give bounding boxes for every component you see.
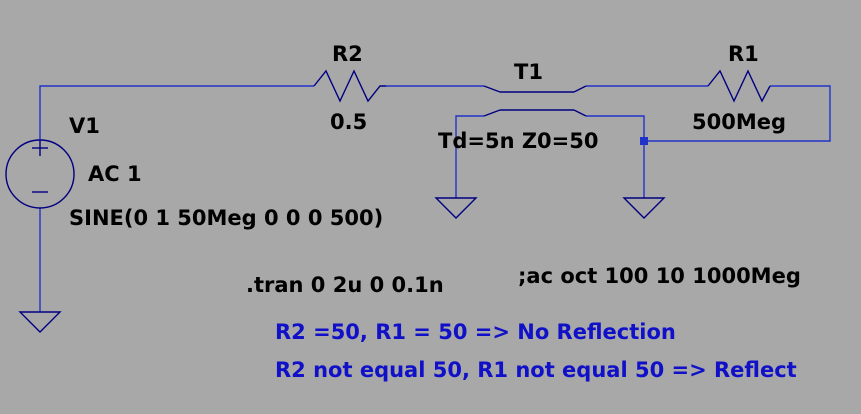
t1-left-in	[483, 85, 501, 93]
transmission-line-t1[interactable]	[483, 85, 587, 117]
note-reflection[interactable]: R2 not equal 50, R1 not equal 50 => Refl…	[275, 358, 797, 382]
t1-right-shield	[573, 109, 587, 117]
directive-tran[interactable]: .tran 0 2u 0 0.1n	[246, 273, 444, 297]
label-v1-func: SINE(0 1 50Meg 0 0 0 500)	[69, 206, 383, 230]
resistor-r1-symbol[interactable]	[707, 69, 771, 103]
voltage-source-v1[interactable]	[5, 139, 75, 209]
ground-symbol-t1-right[interactable]	[622, 197, 666, 219]
wires	[39, 85, 831, 312]
t1-left-shield	[483, 109, 501, 117]
wire-r1-return[interactable]	[644, 85, 831, 142]
note-no-reflection[interactable]: R2 =50, R1 = 50 => No Reflection	[275, 320, 676, 344]
label-r2-ref: R2	[332, 42, 363, 66]
label-t1-params: Td=5n Z0=50	[438, 129, 598, 153]
label-t1-ref: T1	[514, 60, 543, 84]
directive-ac-comment[interactable]: ;ac oct 100 10 1000Meg	[518, 264, 801, 288]
wire-v1-top-to-r2[interactable]	[39, 85, 314, 140]
t1-right-in	[573, 85, 587, 93]
resistor-r2-symbol[interactable]	[313, 69, 386, 103]
label-v1-ac: AC 1	[88, 162, 142, 186]
label-r2-value: 0.5	[330, 110, 367, 134]
ground-symbol-v1[interactable]	[18, 311, 62, 333]
wire-t1-shield-right-ground[interactable]	[586, 115, 645, 198]
junction-dot[interactable]	[640, 137, 648, 145]
ground-symbol-t1-left[interactable]	[434, 197, 478, 219]
wire-t1-shield-left-ground[interactable]	[455, 115, 484, 198]
label-r1-value: 500Meg	[692, 110, 786, 134]
label-v1-ref: V1	[69, 114, 100, 138]
label-r1-ref: R1	[728, 42, 759, 66]
